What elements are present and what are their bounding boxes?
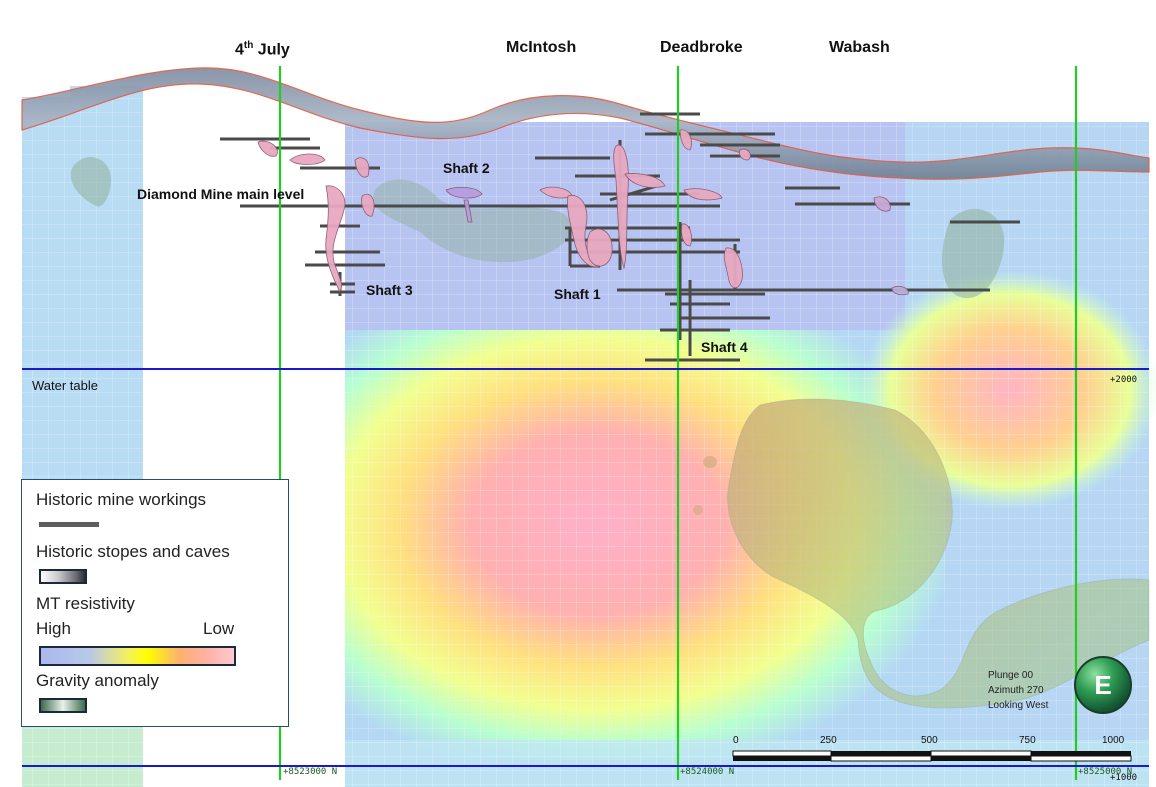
- scale-tick-500: 500: [921, 735, 938, 746]
- gravity-anomaly-shallow: [373, 179, 572, 263]
- area-label-mcintosh: McIntosh: [506, 39, 577, 56]
- area-label-wabash: Wabash: [829, 39, 890, 56]
- gravity-anomaly-deep: [727, 398, 1150, 709]
- northing-label-8525000: +8525000 N: [1078, 767, 1133, 777]
- legend-mine-workings-label: Historic mine workings: [36, 490, 207, 509]
- plunge-text: Plunge 00: [988, 670, 1034, 681]
- azimuth-text: Azimuth 270: [988, 685, 1044, 696]
- gravity-anomaly-left: [70, 157, 111, 207]
- legend-mt-high-label: High: [36, 619, 71, 638]
- compass-letter: E: [1094, 669, 1112, 700]
- view-direction-text: Looking West: [988, 700, 1049, 711]
- legend-mt-low-label: Low: [203, 619, 235, 638]
- diamond-mine-main-level-label: Diamond Mine main level: [137, 186, 305, 202]
- compass-icon: E: [1074, 656, 1132, 714]
- map-legend: Historic mine workings Historic stopes a…: [21, 479, 289, 727]
- northing-label-8523000: +8523000 N: [283, 767, 338, 777]
- orientation-info: Plunge 00 Azimuth 270 Looking West: [988, 668, 1048, 713]
- legend-stopes-swatch: [39, 569, 87, 584]
- water-table-label: Water table: [32, 378, 98, 393]
- scale-tick-1000: 1000: [1102, 735, 1125, 746]
- gravity-anomaly-blob: [703, 456, 717, 468]
- scale-tick-250: 250: [820, 735, 837, 746]
- historic-stopes: [257, 129, 909, 296]
- area-label-deadbroke: Deadbroke: [660, 39, 743, 56]
- legend-stopes-label: Historic stopes and caves: [36, 542, 230, 561]
- scale-bar: [732, 750, 1132, 762]
- legend-mt-resistivity-label: MT resistivity: [36, 594, 135, 613]
- scale-tick-0: 0: [733, 735, 739, 746]
- northing-label-8524000: +8524000 N: [680, 767, 735, 777]
- legend-gravity-swatch: [39, 698, 87, 713]
- shaft-3-label: Shaft 3: [366, 282, 413, 298]
- elevation-1000-label: +1000: [1110, 773, 1138, 783]
- legend-mine-workings-swatch: [39, 522, 99, 527]
- gravity-anomaly-blob-2: [693, 505, 703, 515]
- scale-tick-750: 750: [1019, 735, 1036, 746]
- elevation-2000-label: +2000: [1110, 375, 1138, 385]
- surface-topography: [21, 67, 1150, 180]
- legend-gravity-label: Gravity anomaly: [36, 671, 159, 690]
- shaft-2-label: Shaft 2: [443, 160, 490, 176]
- area-label-4th-july: 4th July: [235, 40, 290, 59]
- legend-mt-colorbar: [39, 646, 236, 666]
- gravity-anomaly-wabash: [942, 208, 1005, 299]
- shaft-4-label: Shaft 4: [701, 339, 748, 355]
- shaft-1-label: Shaft 1: [554, 286, 601, 302]
